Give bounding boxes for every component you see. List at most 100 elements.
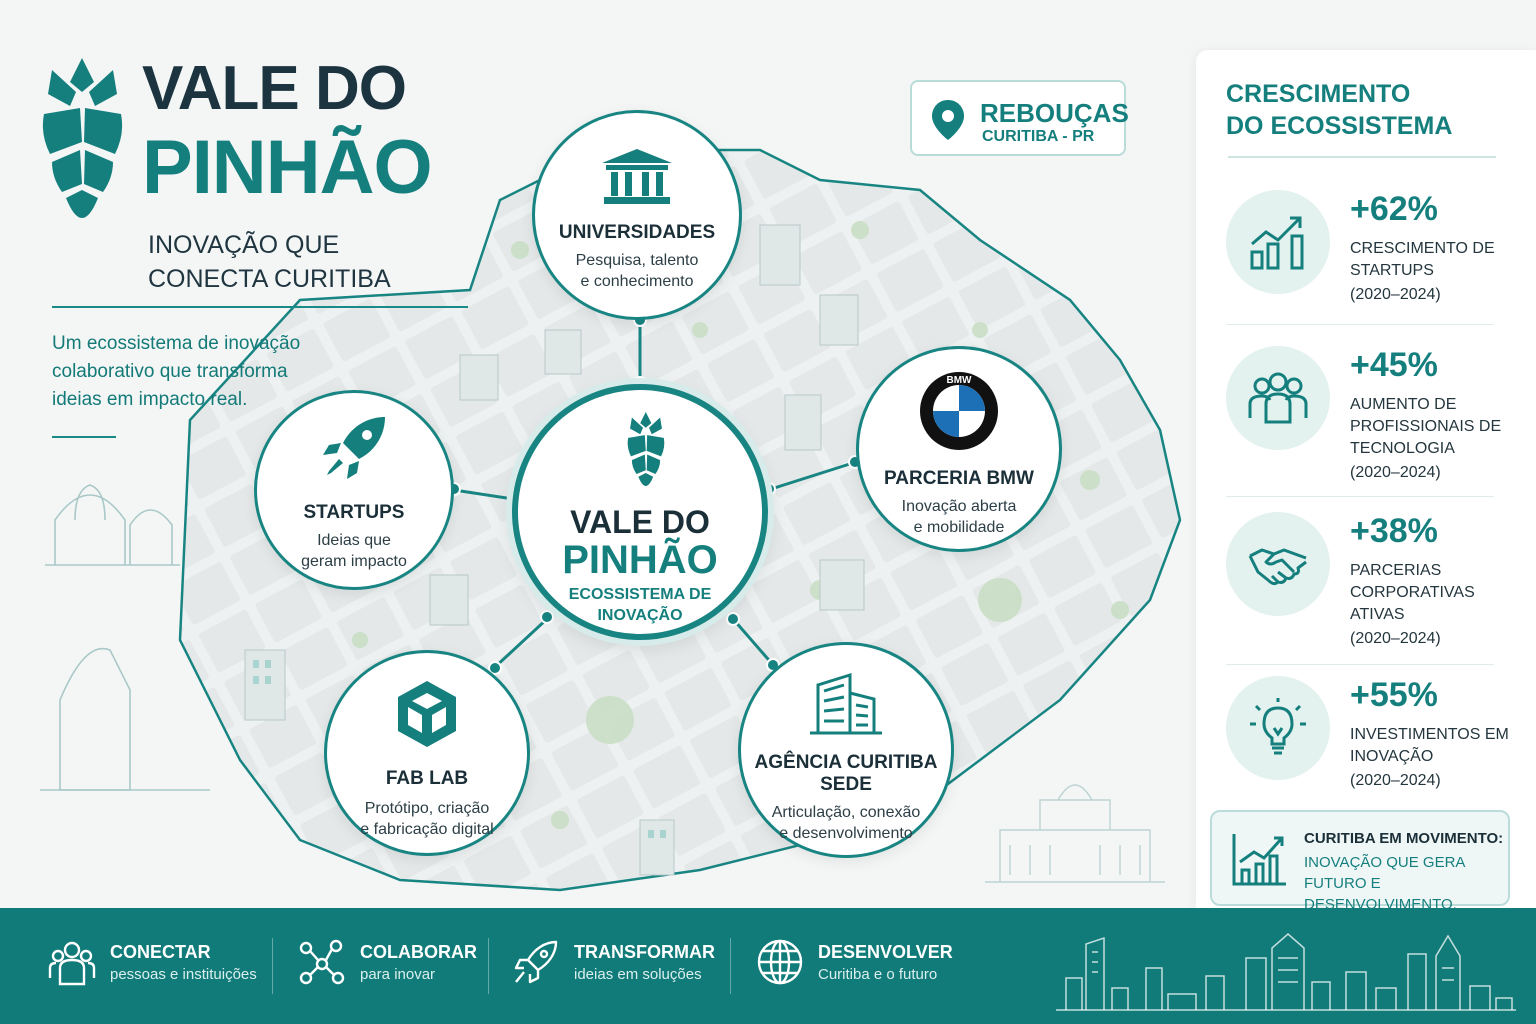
handshake-icon xyxy=(1248,548,1307,586)
node-startups[interactable]: STARTUPS Ideias que geram impacto xyxy=(254,390,454,590)
stat-divider xyxy=(1226,324,1494,325)
node-subtitle: Ideias que xyxy=(317,532,391,549)
panel-title-line2: DO ECOSSISTEMA xyxy=(1226,112,1453,140)
node-subtitle: e mobilidade xyxy=(913,519,1005,536)
panel-title-line1: CRESCIMENTO xyxy=(1226,80,1411,108)
brand-block: VALE DO PINHÃO xyxy=(40,50,470,220)
stat-profissionais: +45% AUMENTO DE PROFISSIONAIS DE TECNOLO… xyxy=(1226,346,1516,497)
node-title: FAB LAB xyxy=(385,768,469,789)
footer-subtitle: ideias em soluções xyxy=(574,966,702,983)
node-subtitle: Pesquisa, talento xyxy=(575,252,699,269)
node-subtitle: geram impacto xyxy=(301,553,407,570)
footer-subtitle: para inovar xyxy=(360,966,436,983)
center-title-line2: PINHÃO xyxy=(562,538,718,582)
footer-title: DESENVOLVER xyxy=(818,942,953,962)
stat-divider xyxy=(1226,664,1494,665)
brand-tagline: INOVAÇÃO QUE CONECTA CURITIBA xyxy=(148,231,391,293)
stat-label: PARCERIAS CORPORATIVAS ATIVAS xyxy=(1350,562,1475,623)
lightbulb-icon xyxy=(1250,698,1306,755)
stat-startups: +62% CRESCIMENTO DE STARTUPS (2020–2024) xyxy=(1226,190,1516,330)
panel-title: CRESCIMENTO DO ECOSSISTEMA xyxy=(1226,78,1452,142)
node-center-vale-do-pinhao[interactable]: VALE DO PINHÃO ECOSSISTEMA DE INOVAÇÃO xyxy=(512,384,768,640)
pine-cone-logo-icon xyxy=(42,58,123,218)
growth-panel: CRESCIMENTO DO ECOSSISTEMA +62% CRESCIME… xyxy=(1196,50,1536,913)
node-title: AGÊNCIA CURITIBA xyxy=(754,752,938,773)
footer-subtitle: pessoas e instituições xyxy=(110,966,257,983)
node-subtitle: e conhecimento xyxy=(580,273,694,290)
footer-divider xyxy=(730,938,731,994)
map-pin-icon xyxy=(932,100,964,140)
callout-text: Inovação que gera futuro e desenvolvimen… xyxy=(1304,854,1465,913)
footer-divider xyxy=(272,938,273,994)
center-subtitle: ECOSSISTEMA DE INOVAÇÃO xyxy=(568,586,712,624)
connector-dot xyxy=(488,661,502,675)
center-title-line1: VALE DO xyxy=(570,504,710,540)
node-subtitle: Protótipo, criação xyxy=(364,800,490,817)
node-subtitle: e desenvolvimento xyxy=(779,825,913,842)
panel-divider xyxy=(1228,156,1496,158)
divider xyxy=(52,306,468,308)
stat-investimentos: +55% INVESTIMENTOS EM INOVAÇÃO (2020–202… xyxy=(1226,676,1516,816)
skyline-illustration xyxy=(1056,933,1516,1011)
stat-years: (2020–2024) xyxy=(1350,630,1441,647)
stat-icon-circle xyxy=(1226,676,1330,780)
location-name: REBOUÇAS xyxy=(980,98,1129,128)
office-building-icon xyxy=(810,672,882,735)
brand-title-line1: VALE DO xyxy=(142,54,407,123)
stat-years: (2020–2024) xyxy=(1350,286,1441,303)
stat-label: CRESCIMENTO DE STARTUPS xyxy=(1350,240,1495,279)
stat-years: (2020–2024) xyxy=(1350,464,1441,481)
footer-bar: CONECTAR pessoas e instituições COLABORA… xyxy=(0,908,1536,1024)
footer-title: COLABORAR xyxy=(360,942,477,962)
stat-icon-circle xyxy=(1226,512,1330,616)
stat-label: INVESTIMENTOS EM INOVAÇÃO xyxy=(1350,726,1509,765)
growth-chart-icon xyxy=(1250,216,1304,270)
callout-curitiba-em-movimento: CURITIBA EM MOVIMENTO: Inovação que gera… xyxy=(1210,810,1510,913)
footer-title: CONECTAR xyxy=(110,942,211,962)
stat-icon-circle xyxy=(1226,346,1330,450)
stat-value: +55% xyxy=(1350,676,1438,714)
pine-cone-icon xyxy=(627,412,665,486)
footer-divider xyxy=(488,938,489,994)
stat-value: +62% xyxy=(1350,190,1438,228)
cube-icon xyxy=(398,681,456,747)
divider-short xyxy=(52,436,116,438)
location-city: CURITIBA - PR xyxy=(982,128,1095,145)
node-title: UNIVERSIDADES xyxy=(558,222,716,243)
rocket-icon xyxy=(323,417,385,479)
intro-text: Um ecossistema de inovação colaborativo … xyxy=(52,333,301,410)
bmw-logo-text: BMW xyxy=(947,375,973,386)
node-parceria-bmw[interactable]: BMW PARCERIA BMW Inovação aberta e mobil… xyxy=(856,346,1062,552)
globe-icon xyxy=(757,939,803,985)
node-subtitle: e fabricação digital xyxy=(360,821,494,838)
trend-chart-icon xyxy=(1232,834,1286,886)
university-icon xyxy=(602,149,672,204)
node-title: STARTUPS xyxy=(303,502,405,523)
footer-subtitle: Curitiba e o futuro xyxy=(818,966,938,983)
node-subtitle: Inovação aberta xyxy=(901,498,1017,515)
people-group-icon xyxy=(48,941,96,986)
stat-divider xyxy=(1226,496,1494,497)
brand-title-line2: PINHÃO xyxy=(142,125,433,210)
node-fab-lab[interactable]: FAB LAB Protótipo, criação e fabricação … xyxy=(324,650,530,856)
location-badge: REBOUÇAS CURITIBA - PR xyxy=(910,80,1129,156)
connector-dot xyxy=(540,610,554,624)
node-subtitle: Articulação, conexão xyxy=(771,804,921,821)
stat-icon-circle xyxy=(1226,190,1330,294)
footer-title: TRANSFORMAR xyxy=(574,942,715,962)
stat-years: (2020–2024) xyxy=(1350,772,1441,789)
stat-value: +38% xyxy=(1350,512,1438,550)
people-icon xyxy=(1248,372,1308,424)
stat-label: AUMENTO DE PROFISSIONAIS DE TECNOLOGIA xyxy=(1350,396,1502,457)
node-universidades[interactable]: UNIVERSIDADES Pesquisa, talento e conhec… xyxy=(532,110,742,320)
rocket-icon xyxy=(514,940,558,984)
callout-title: CURITIBA EM MOVIMENTO: xyxy=(1304,830,1504,847)
node-title: SEDE xyxy=(820,774,872,795)
bmw-logo-icon: BMW xyxy=(920,372,998,450)
network-icon xyxy=(299,939,345,985)
connector-dot xyxy=(726,612,740,626)
node-title: PARCERIA BMW xyxy=(884,468,1034,489)
stat-value: +45% xyxy=(1350,346,1438,384)
stat-parcerias: +38% PARCERIAS CORPORATIVAS ATIVAS (2020… xyxy=(1226,512,1516,665)
node-agencia-curitiba[interactable]: AGÊNCIA CURITIBA SEDE Articulação, conex… xyxy=(738,642,954,858)
